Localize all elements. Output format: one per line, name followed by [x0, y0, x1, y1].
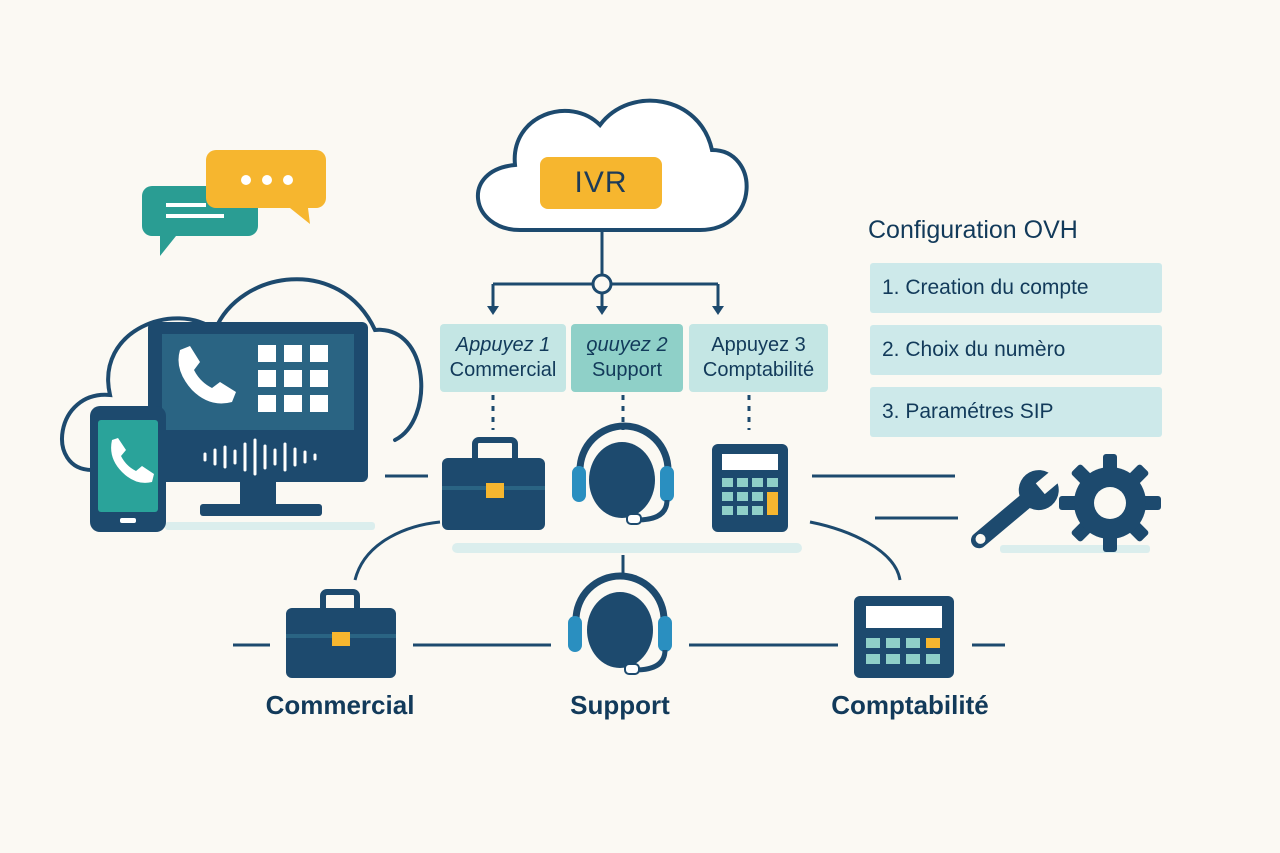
option-key-label: Appuyez 3	[711, 334, 806, 356]
option-target-label: Support	[591, 359, 663, 381]
smartphone-icon	[90, 406, 166, 532]
desktop-phone-icon	[148, 322, 375, 530]
chat-bubbles-icon	[142, 150, 326, 256]
calculator-icon	[854, 596, 954, 678]
wrench-gear-icon	[970, 454, 1161, 553]
config-step: 1. Creation du compte	[870, 263, 1162, 313]
briefcase-icon	[286, 589, 396, 678]
option-support: ƍuuyez 2 Support	[571, 324, 683, 392]
department-label-comptabilite: Comptabilité	[831, 690, 989, 720]
headset-icon	[568, 572, 672, 675]
config-title: Configuration OVH	[868, 216, 1078, 244]
option-target-label: Comptabilité	[702, 359, 815, 381]
option-key-label: Appuyez 1	[455, 334, 551, 356]
config-step: 2. Choix du numèro	[870, 325, 1162, 375]
option-comptabilite: Appuyez 3 Comptabilité	[689, 324, 828, 392]
department-label-commercial: Commercial	[265, 690, 415, 720]
option-target-label: Commercial	[449, 359, 557, 381]
option-commercial: Appuyez 1 Commercial	[440, 324, 566, 392]
config-step: 3. Paramétres SIP	[870, 387, 1162, 437]
department-label-support: Support	[570, 690, 670, 720]
headset-icon	[572, 422, 674, 525]
calculator-icon	[712, 444, 788, 532]
option-key-label: ƍuuyez 2	[586, 334, 668, 356]
ivr-label: IVR	[540, 157, 662, 209]
briefcase-icon	[442, 437, 545, 530]
